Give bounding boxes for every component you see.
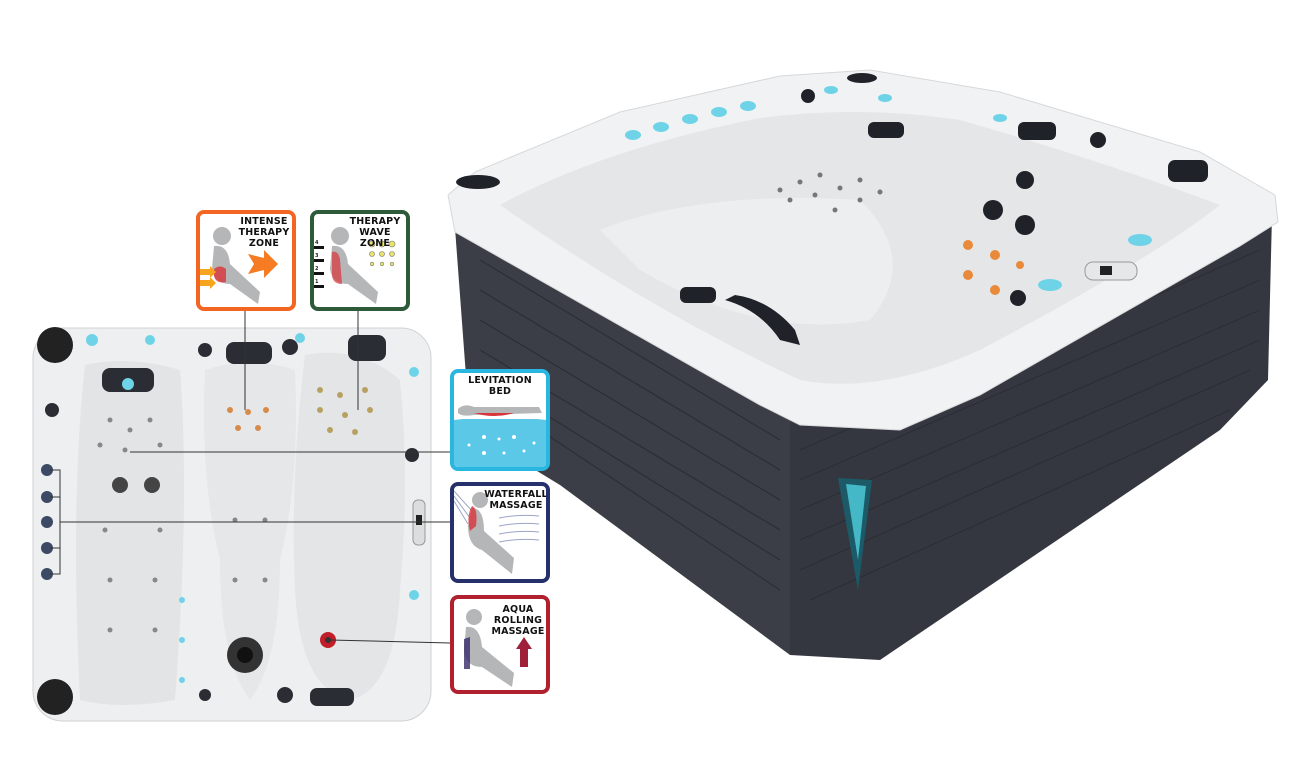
callout-aqua-rolling-massage: AQUA ROLLING MASSAGE bbox=[450, 595, 550, 694]
cabinet-right-face bbox=[790, 215, 1272, 660]
callout-levitation-bed: LEVITATION BED bbox=[450, 369, 550, 471]
cabinet-left-face bbox=[455, 228, 790, 655]
callout-waterfall-massage: WATERFALL MASSAGE bbox=[450, 482, 550, 583]
arrow-icon bbox=[248, 250, 278, 278]
up-arrow-icon bbox=[516, 637, 532, 667]
hot-tub-top-view bbox=[32, 327, 432, 722]
seated-figure-icon bbox=[464, 609, 532, 687]
seated-figure-icon bbox=[200, 227, 278, 304]
seated-figure-icon bbox=[314, 227, 396, 304]
seated-figure-icon bbox=[454, 490, 540, 574]
callout-therapy-wave-zone: 4 3 2 1 THERAPY WAVE ZONE bbox=[310, 210, 410, 311]
lying-figure-icon bbox=[454, 405, 546, 467]
callout-intense-therapy-zone: INTENSE THERAPY ZONE bbox=[196, 210, 296, 311]
